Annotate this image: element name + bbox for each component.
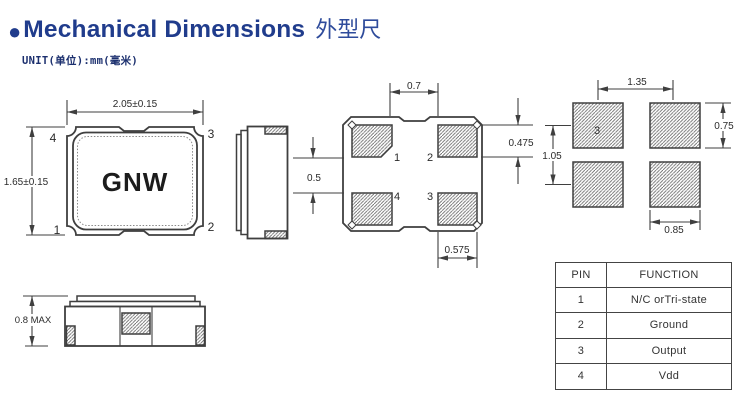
table-pin-4: 4 (556, 363, 607, 389)
table-pin-1: 1 (556, 288, 607, 314)
page-title: ● Mechanical Dimensions 外型尺 (8, 12, 381, 44)
pad-width-dim-label: 0.575 (444, 245, 469, 256)
top-view-pin1-label: 1 (54, 223, 61, 237)
bottom-view-pin2-label: 2 (427, 152, 433, 164)
top-view-pin2-label: 2 (208, 220, 215, 234)
profile-right-terminal (195, 325, 206, 346)
bottom-view-pad4 (351, 192, 393, 226)
profile-left-terminal (65, 325, 76, 346)
bullet-icon: ● (8, 19, 22, 44)
profile-crystal-blank (121, 312, 151, 335)
top-view-lid-seam (72, 131, 198, 231)
table-function-2: Ground (607, 313, 731, 339)
part-marking-label: GNW (102, 167, 169, 197)
page-title-cjk: 外型尺 (315, 18, 382, 43)
table-pin-3: 3 (556, 338, 607, 364)
row-gap-dim-label: 0.5 (307, 173, 321, 184)
land-pattern-drawing: 3 1.35 0.75 1.05 0.85 (539, 77, 737, 236)
unit-note: UNIT(单位):mm(毫米) (22, 55, 139, 67)
land-pad-bottom-left (572, 161, 624, 208)
table-header-pin: PIN (556, 263, 607, 289)
bottom-view-drawing: 1 2 4 3 0.7 0.5 0.475 0.575 (293, 81, 534, 268)
land-pad-height-dim-label: 0.75 (714, 121, 734, 132)
top-view-pin3-label: 3 (208, 127, 215, 141)
land-pad-3 (572, 102, 624, 149)
pad-gap-dim-label: 0.7 (407, 81, 421, 92)
land-pad-width-dim-label: 0.85 (664, 225, 684, 236)
land-pad-top-right (649, 102, 701, 149)
pad-height-dim-label: 0.475 (508, 138, 533, 149)
profile-view-drawing: 0.8 MAX (14, 295, 206, 347)
land-hpitch-dim-label: 1.35 (627, 77, 647, 88)
side-view-drawing (235, 125, 289, 240)
bottom-view-pad3 (437, 192, 478, 226)
top-view-package-outline (66, 126, 204, 236)
table-function-4: Vdd (658, 370, 680, 383)
table-header-function: FUNCTION (607, 263, 731, 289)
top-view-seal-ring (77, 136, 193, 226)
top-view-width-dim-label: 2.05±0.15 (113, 99, 158, 110)
top-view-pin4-label: 4 (50, 131, 57, 145)
table-function-3: Output (607, 339, 731, 364)
land-vpitch-dim-label: 1.05 (542, 151, 562, 162)
pin-function-table: PIN FUNCTION 1 N/C orTri-state 2 Ground … (555, 262, 732, 390)
bottom-view-pad1 (351, 124, 393, 158)
top-view-height-dim-label: 1.65±0.15 (4, 177, 49, 188)
side-view-top-electrode (264, 125, 288, 135)
table-pin-2: 2 (556, 313, 607, 339)
table-function-1: N/C orTri-state (607, 288, 731, 314)
bottom-view-pin1-label: 1 (394, 152, 400, 164)
bottom-view-pin3-label: 3 (427, 191, 433, 203)
top-view-drawing: GNW 4 3 1 2 2.05±0.15 1.65±0.15 (2, 99, 215, 237)
profile-height-dim-label: 0.8 MAX (15, 315, 52, 326)
page-title-text: Mechanical Dimensions (23, 16, 306, 43)
land-pad-bottom-right (649, 161, 701, 208)
corner-castellations (347, 120, 482, 230)
bottom-view-pad2 (437, 124, 478, 158)
side-view-bottom-electrode (264, 230, 288, 240)
land-pad-number-label: 3 (594, 125, 600, 137)
bottom-view-pin4-label: 4 (394, 191, 400, 203)
